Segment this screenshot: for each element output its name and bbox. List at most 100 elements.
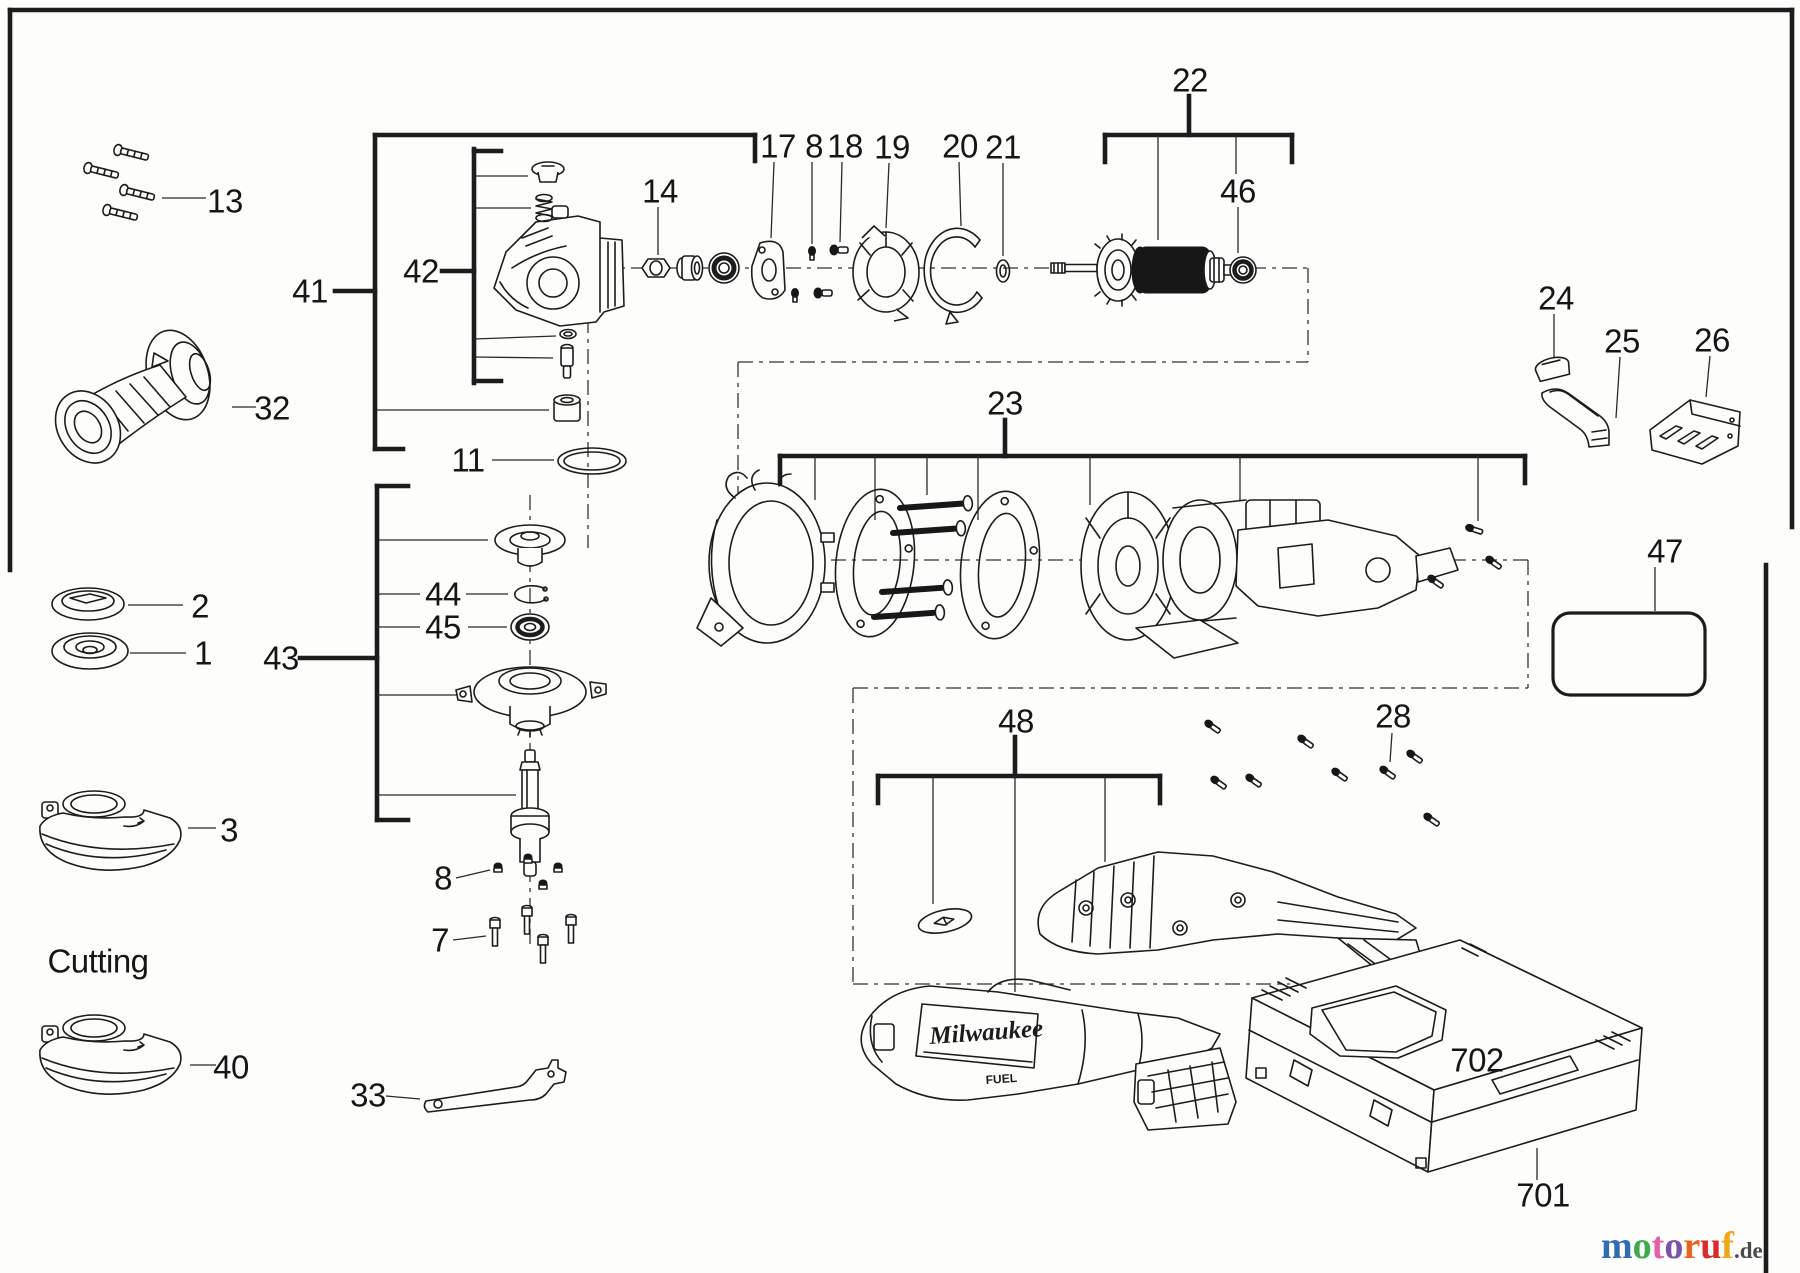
part-18-screws-top <box>814 245 848 298</box>
part-label-23: 23 <box>987 384 1023 422</box>
part-19-fan <box>853 226 919 321</box>
center-axes <box>530 268 1528 984</box>
part-23-gear-assembly <box>1081 492 1458 658</box>
part-701-case <box>1246 940 1642 1172</box>
part-label-22: 22 <box>1172 61 1208 99</box>
watermark-letter: t <box>1651 1225 1665 1267</box>
part-1-flange <box>52 633 128 669</box>
part-42-small-oring <box>560 330 576 339</box>
part-label-13: 13 <box>207 182 243 220</box>
part-flange-disc <box>495 525 565 566</box>
part-48-right-housing <box>1038 852 1422 972</box>
part-45-bearing <box>511 614 549 640</box>
part-label-18: 18 <box>827 127 863 165</box>
part-21-washer <box>997 260 1010 282</box>
part-11-oring <box>558 448 626 474</box>
part-label-43: 43 <box>263 639 299 677</box>
part-label-46: 46 <box>1220 172 1256 210</box>
part-42-lock-pin <box>561 345 573 379</box>
part-label-32: 32 <box>254 389 290 427</box>
part-48-left-housing: Milwaukee FUEL <box>861 979 1236 1130</box>
part-20-baffle <box>924 228 982 324</box>
watermark-letter: m <box>1601 1225 1633 1267</box>
part-23-gasket-a <box>828 485 921 640</box>
part-13-screws <box>83 144 156 223</box>
part-label-41: 41 <box>292 272 328 310</box>
part-41-bushing <box>554 395 580 421</box>
part-label-7: 7 <box>431 921 449 959</box>
part-label-44: 44 <box>425 575 461 613</box>
part-label-21: 21 <box>985 128 1021 166</box>
part-32-side-handle <box>42 322 220 475</box>
watermark-letter: f <box>1721 1225 1734 1267</box>
part-3-guard <box>40 791 181 870</box>
part-label-24: 24 <box>1538 279 1574 317</box>
part-25-lever <box>1542 389 1609 447</box>
part-23-screws-long <box>873 495 972 624</box>
part-label-45: 45 <box>425 608 461 646</box>
part-8-screws-top <box>792 247 816 303</box>
part-label-8: 8 <box>805 127 823 165</box>
part-7-bolts <box>490 906 576 964</box>
part-40-guard <box>40 1015 181 1094</box>
bracket-42 <box>442 149 556 383</box>
part-label-19: 19 <box>874 128 910 166</box>
part-bearing-upper <box>709 253 739 283</box>
part-label-20: 20 <box>942 127 978 165</box>
part-23-gasket-b <box>953 487 1046 642</box>
bracket-41 <box>335 135 755 540</box>
part-14-nut <box>642 259 670 277</box>
bracket-48 <box>878 737 1160 992</box>
part-label-33: 33 <box>350 1076 386 1114</box>
part-label-11: 11 <box>451 441 485 479</box>
part-26-cover <box>1650 400 1740 464</box>
part-8-set-screws <box>494 854 562 889</box>
part-33-wrench <box>424 1060 566 1112</box>
part-23-stator <box>697 470 834 646</box>
part-label-3: 3 <box>220 811 238 849</box>
brand-sub-text: FUEL <box>985 1071 1017 1087</box>
part-42-spring <box>536 195 552 222</box>
watermark-suffix: .de <box>1733 1238 1763 1263</box>
watermark-letter: o <box>1664 1225 1684 1267</box>
part-label-14: 14 <box>642 172 678 210</box>
watermark-letter: u <box>1700 1225 1722 1267</box>
part-22-armature <box>1051 234 1234 306</box>
part-label-8: 8 <box>434 859 452 897</box>
part-label-48: 48 <box>998 702 1034 740</box>
part-spindle <box>511 750 549 876</box>
page-frame <box>10 10 1792 1273</box>
part-2-flange <box>52 588 124 620</box>
label-leaders <box>128 162 1710 1180</box>
part-label-42: 42 <box>403 252 439 290</box>
part-47-plate <box>1553 613 1705 695</box>
watermark-logo[interactable]: motoruf.de <box>1601 1227 1763 1265</box>
section-label-cutting: Cutting <box>47 942 149 980</box>
part-42-gearcase <box>494 206 624 326</box>
part-collet <box>677 256 703 280</box>
part-label-28: 28 <box>1375 697 1411 735</box>
part-46-bearing <box>1230 257 1256 283</box>
part-label-26: 26 <box>1694 321 1730 359</box>
part-label-47: 47 <box>1647 532 1683 570</box>
part-label-2: 2 <box>191 587 209 625</box>
bracket-22 <box>1105 96 1292 253</box>
watermark-letter: o <box>1632 1225 1652 1267</box>
part-42-thumb-nut <box>532 162 564 182</box>
part-44-snap-ring <box>515 586 548 603</box>
bracket-43 <box>300 486 516 820</box>
part-17-plate <box>752 241 785 299</box>
part-28-screws <box>1203 555 1502 828</box>
part-label-25: 25 <box>1604 322 1640 360</box>
part-label-17: 17 <box>760 127 796 165</box>
part-24-button <box>1534 354 1572 382</box>
part-label-1: 1 <box>194 634 212 672</box>
part-label-702: 702 <box>1450 1041 1504 1079</box>
part-label-40: 40 <box>213 1048 249 1086</box>
part-label-701: 701 <box>1516 1176 1570 1214</box>
part-48-brush-door <box>916 905 973 938</box>
watermark-letter: r <box>1683 1225 1701 1267</box>
part-43-bearing-flange <box>456 667 606 737</box>
